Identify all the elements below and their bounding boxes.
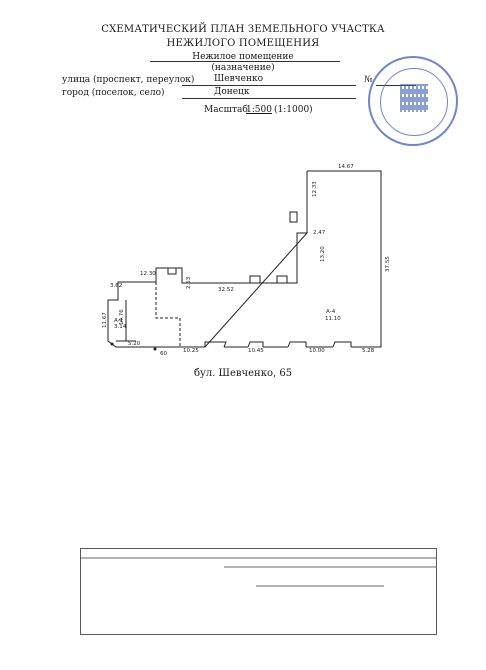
- dim-left-top: 12.30: [140, 271, 156, 277]
- dim-left-outer: 11.67: [102, 312, 108, 328]
- purpose-underline: [150, 61, 340, 62]
- doc-title-line2: НЕЖИЛОГО ПОМЕЩЕНИЯ: [166, 38, 320, 49]
- scale-alt: (1:1000): [274, 105, 313, 115]
- address-caption: бул. Шевченко, 65: [193, 368, 293, 379]
- dim-bottom-4: 10.00: [309, 348, 325, 354]
- dim-step-small: 2.47: [313, 230, 326, 236]
- purpose-caption: (назначение): [211, 63, 275, 73]
- scale-label: Масштаб: [204, 105, 248, 115]
- dim-right-height: 37.55: [385, 256, 391, 272]
- dim-left-vertical: 14.76: [119, 309, 125, 325]
- doc-title-line1: СХЕМАТИЧЕСКИЙ ПЛАН ЗЕМЕЛЬНОГО УЧАСТКА: [101, 24, 385, 35]
- dim-long-wall: 32.52: [218, 287, 234, 293]
- city-underline: [182, 98, 356, 99]
- dim-top-right: 14.67: [338, 164, 354, 170]
- dim-mid-vertical: 13.20: [320, 246, 326, 262]
- dim-upper-vertical: 12.33: [312, 181, 318, 197]
- street-value: Шевченко: [214, 74, 263, 84]
- dim-left-step: 3.62: [110, 283, 122, 289]
- room-label: А-4: [326, 309, 336, 315]
- plan-outline: [107, 170, 382, 348]
- small-room-label: А-1: [114, 318, 123, 324]
- dim-bottom-2: 10.25: [183, 348, 199, 354]
- site-plan-drawing: 14.67 12.33 2.47 13.20 37.55 12.30 3.62 …: [102, 164, 391, 357]
- seal-inner-ring: [380, 68, 448, 136]
- city-label: город (поселок, село): [62, 88, 165, 98]
- mark-60: 60: [160, 351, 167, 357]
- small-room-sub: 3.14: [114, 324, 127, 330]
- dim-short-vertical: 2.53: [186, 276, 192, 289]
- number-label: №: [364, 75, 373, 85]
- room-sub: 11.10: [325, 316, 341, 322]
- purpose-value: Нежилое помещение: [192, 52, 294, 62]
- street-label: улица (проспект, переулок): [62, 75, 195, 85]
- dim-bottom-3: 10.45: [248, 348, 264, 354]
- dim-bottom-5: 5.28: [362, 348, 375, 354]
- city-value: Донецк: [214, 87, 250, 97]
- street-underline: [182, 85, 356, 86]
- dim-bottom-1: 5.20: [128, 341, 141, 347]
- qr-code-icon: [400, 84, 428, 112]
- seal-stamp: [368, 56, 458, 146]
- explication-table-grid: [80, 548, 437, 635]
- scale-value: 1:500: [246, 105, 272, 115]
